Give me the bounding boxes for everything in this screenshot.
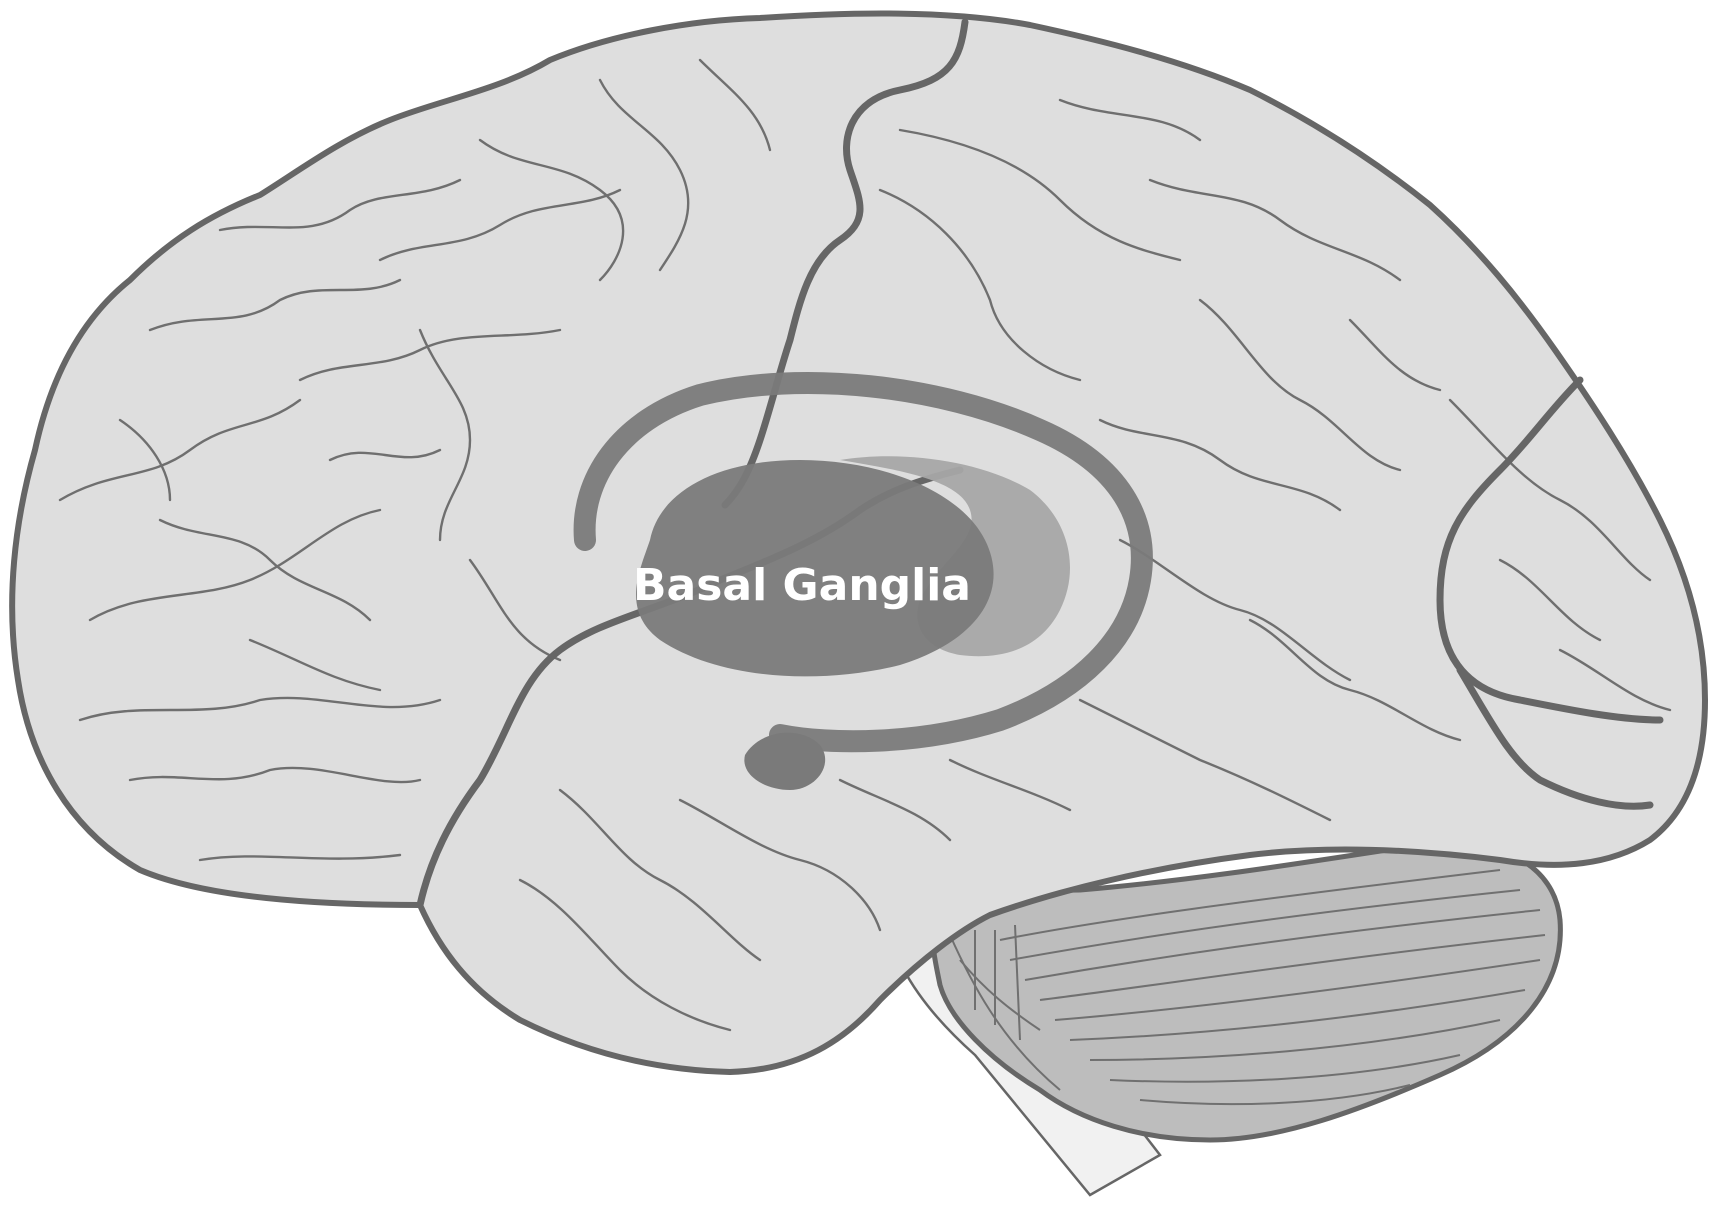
basal-ganglia-label: Basal Ganglia bbox=[633, 560, 971, 611]
